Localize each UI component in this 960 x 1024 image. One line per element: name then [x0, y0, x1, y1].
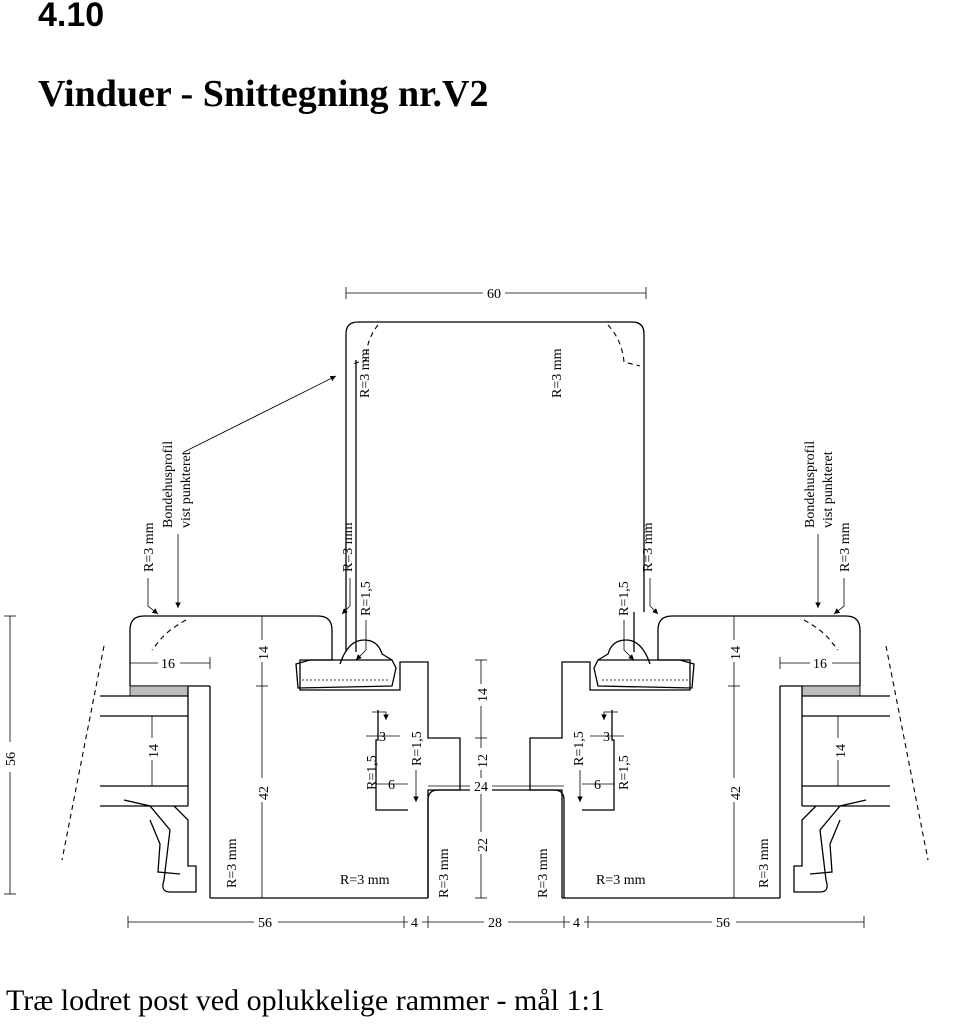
dim-12-center: 12: [476, 754, 491, 768]
dimension-sash-top-right: 16: [779, 655, 861, 672]
radius-labels: R=3 mm R=3 mm R=3 mm R=3 mm R=3 mm R=3 m…: [142, 348, 853, 898]
note-line-1: Bondehusprofil: [803, 441, 818, 528]
radius-label: R=1,5: [365, 755, 380, 790]
radius-label: R=3 mm: [341, 522, 356, 572]
dimension-center-width: 24: [428, 778, 564, 795]
radius-label: R=3 mm: [596, 873, 646, 888]
dim-6-right: 6: [594, 778, 601, 793]
radius-label: R=3 mm: [550, 348, 565, 398]
dim-14-frame-right: 14: [729, 646, 744, 660]
dimension-frame-left: 14 42: [254, 615, 272, 899]
radius-label: R=3 mm: [838, 522, 853, 572]
radius-label: R=3 mm: [757, 838, 772, 888]
radius-label: R=1,5: [617, 581, 632, 616]
radius-label: R=1,5: [410, 731, 425, 766]
dimension-bottom-chain: 56 4 28 4 56: [127, 914, 865, 931]
mullion-upper: [345, 321, 645, 652]
dim-bottom-28: 28: [488, 916, 502, 931]
dim-14-glass-right: 14: [834, 744, 849, 758]
dim-42-left: 42: [257, 786, 272, 800]
dimension-step-left: 3: [366, 730, 400, 745]
dim-bottom-56-left: 56: [258, 916, 272, 931]
radius-label: R=1,5: [617, 755, 632, 790]
dimension-sash-top-left: 16: [129, 655, 211, 672]
dim-16-right: 16: [813, 657, 827, 672]
leader-arrows: [147, 375, 845, 802]
note-bondehus-right: Bondehusprofil vist punkteret: [803, 441, 836, 528]
mullion-lower: [427, 789, 565, 898]
dim-bottom-56-right: 56: [716, 916, 730, 931]
dim-24-center: 24: [474, 780, 488, 795]
dim-14-center: 14: [476, 688, 491, 702]
section-number: 4.10: [38, 0, 105, 34]
note-line-2: vist punkteret: [179, 451, 194, 528]
radius-label: R=3 mm: [536, 848, 551, 898]
radius-label: R=1,5: [359, 581, 374, 616]
dim-3-right: 3: [603, 730, 610, 745]
dim-bottom-4-left: 4: [411, 916, 418, 931]
dim-14-frame-left: 14: [257, 646, 272, 660]
dimension-frame-right: 14 42: [726, 615, 744, 899]
radius-label: R=3 mm: [142, 522, 157, 572]
radius-label: R=3 mm: [437, 848, 452, 898]
radius-label: R=3 mm: [358, 348, 373, 398]
sash-left: [61, 615, 461, 899]
dim-60-label: 60: [487, 287, 501, 302]
dim-22-center: 22: [476, 838, 491, 852]
dim-6-left: 6: [388, 778, 395, 793]
drawing-caption: Træ lodret post ved oplukkelige rammer -…: [6, 984, 605, 1017]
radius-label: R=3 mm: [641, 522, 656, 572]
note-line-1: Bondehusprofil: [161, 441, 176, 528]
page-title: Vinduer - Snittegning nr.V2: [38, 73, 489, 115]
dimension-glass-left: 14: [144, 716, 162, 786]
dim-56-vertical: 56: [4, 752, 19, 766]
dim-16-left: 16: [161, 657, 175, 672]
dim-3-left: 3: [379, 730, 386, 745]
radius-label: R=3 mm: [225, 838, 240, 888]
radius-label: R=3 mm: [340, 873, 390, 888]
dimension-glass-right: 14: [830, 716, 849, 786]
radius-label: R=1,5: [572, 731, 587, 766]
dimension-groove-left: 6: [376, 778, 408, 793]
dimension-total-height: 56: [4, 615, 19, 895]
note-bondehus-left: Bondehusprofil vist punkteret: [161, 441, 194, 528]
dim-42-right: 42: [729, 786, 744, 800]
note-line-2: vist punkteret: [821, 451, 836, 528]
sash-right: [529, 615, 929, 899]
dimension-top-width: 60: [345, 287, 647, 302]
dimension-groove-right: 6: [582, 778, 614, 793]
dim-bottom-4-right: 4: [573, 916, 580, 931]
dimension-step-right: 3: [590, 730, 624, 745]
dim-14-glass-left: 14: [147, 744, 162, 758]
